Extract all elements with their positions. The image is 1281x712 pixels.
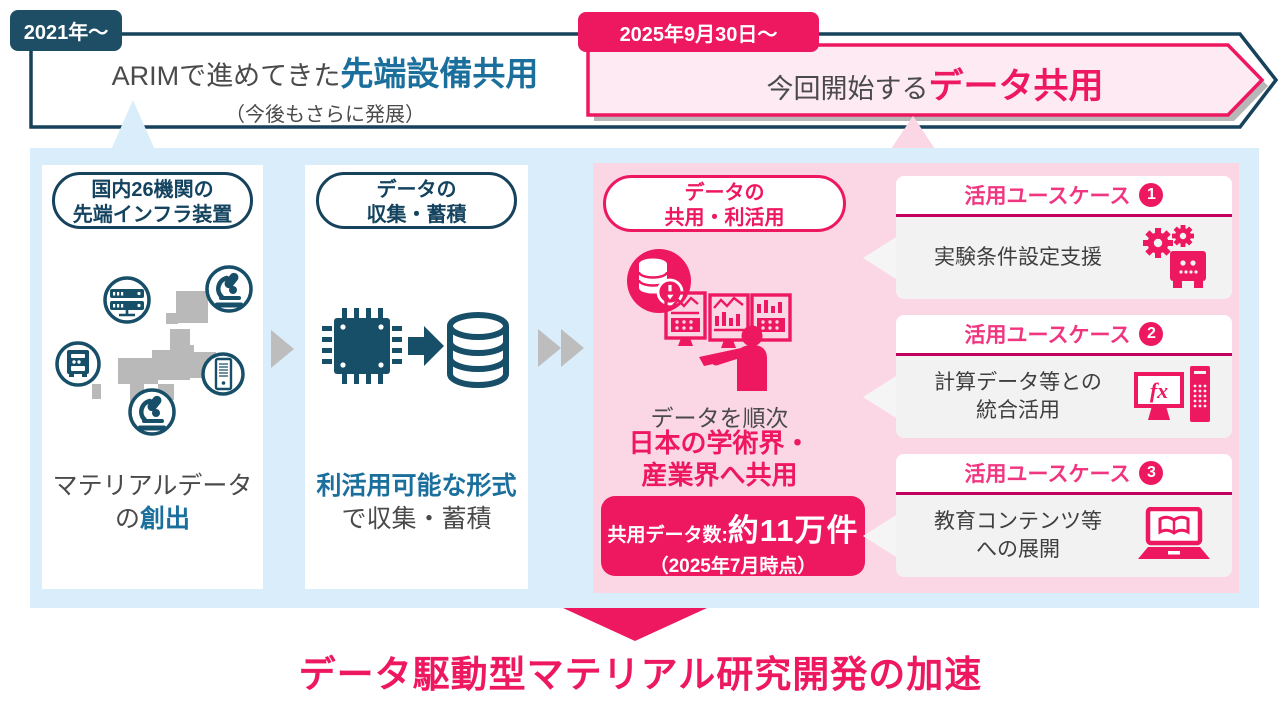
use-case-3-text: 教育コンテンツ等 への展開	[908, 508, 1128, 564]
svg-text:fx: fx	[1150, 378, 1168, 403]
panel1-caption: マテリアルデータ の創出	[42, 470, 263, 536]
panel2-caption: 利活用可能な形式 で収集・蓄積	[305, 470, 528, 536]
banner-right-highlight: データ共用	[928, 67, 1104, 106]
data-sharing-monitors-icon	[627, 249, 792, 391]
shared-data-count-line: 共用データ数:約11万件	[601, 505, 865, 550]
shared-data-count-box: 共用データ数:約11万件 （2025年7月時点）	[601, 496, 865, 577]
panel3-caption-line2: 産業界へ共用	[641, 460, 798, 490]
panel2-pill-line2: 収集・蓄積	[366, 204, 467, 226]
panel3-pill: データの 共用・利活用	[603, 175, 846, 232]
shared-data-count-note: （2025年7月時点）	[649, 556, 817, 577]
panel3-caption-gray: データを順次	[650, 405, 789, 431]
panel1-caption-highlight: 創出	[140, 505, 191, 533]
use-case-1-card: 活用ユースケース 1 実験条件設定支援	[863, 176, 1232, 299]
panel1-caption-line2: の創出	[42, 503, 263, 536]
panel2-caption-line1: 利活用可能な形式	[316, 472, 517, 500]
server-network-icon	[103, 276, 151, 324]
timeline-banners-graphic	[29, 32, 1279, 170]
down-arrow-icon	[563, 608, 707, 641]
use-case-2-header-label: 活用ユースケース	[964, 324, 1131, 347]
use-case-3-number-badge: 3	[1139, 461, 1164, 485]
gears-machine-icon	[1128, 224, 1220, 292]
use-case-1-header-label: 活用ユースケース	[964, 185, 1131, 208]
use-case-1-text: 実験条件設定支援	[934, 246, 1102, 269]
microscope-icon	[205, 265, 253, 313]
panel1-pill-line1: 国内26機関の	[91, 179, 214, 201]
use-case-1-body: 実験条件設定支援	[863, 217, 1232, 299]
use-case-2-number-badge: 2	[1139, 322, 1164, 346]
use-case-2-header: 活用ユースケース 2	[896, 315, 1232, 356]
banner-left-subtitle: （今後もさらに発展）	[225, 104, 425, 126]
use-case-3-text-line2: への展開	[976, 538, 1060, 561]
chip-to-database-icon	[322, 308, 509, 388]
banner-left-highlight: 先端設備共用	[340, 55, 539, 92]
analysis-machine-icon	[55, 341, 101, 387]
use-case-3-text-line1: 教育コンテンツ等	[934, 510, 1102, 533]
data-sharing-banner-shape	[586, 43, 1265, 117]
shared-data-count-label: 共用データ数:	[607, 525, 728, 546]
blue-connector-triangle	[111, 100, 155, 150]
flow-arrow-icon	[271, 330, 294, 368]
monitors-icon	[664, 291, 792, 348]
use-case-3-body: 教育コンテンツ等 への展開	[863, 495, 1232, 577]
panel1-caption-line1: マテリアルデータ	[52, 472, 253, 500]
person-icon	[699, 325, 767, 391]
use-case-2-body: 計算データ等との 統合活用 fx	[863, 356, 1232, 438]
use-case-2-card: 活用ユースケース 2 計算データ等との 統合活用	[863, 315, 1232, 438]
arrow-right-icon	[408, 326, 444, 366]
pointer-tail-icon	[863, 515, 896, 557]
use-case-2-text: 計算データ等との 統合活用	[908, 369, 1128, 425]
panel2-pill: データの 収集・蓄積	[316, 172, 517, 229]
use-case-2-text-line2: 統合活用	[976, 399, 1060, 422]
footer-title: データ駆動型マテリアル研究開発の加速	[298, 654, 983, 695]
pointer-tail-icon	[863, 237, 896, 279]
use-case-3-card: 活用ユースケース 3 教育コンテンツ等 への展開	[863, 454, 1232, 577]
laptop-book-icon	[1128, 507, 1220, 565]
use-case-3-header-label: 活用ユースケース	[964, 463, 1131, 486]
server-tower-icon	[201, 352, 245, 396]
shared-data-count-value: 約11万件	[727, 513, 859, 548]
fx-computer-icon: fx	[1128, 364, 1220, 430]
equipment-sharing-banner-title: ARIMで進めてきた先端設備共用 （今後もさらに発展）	[50, 47, 600, 127]
use-case-1-header: 活用ユースケース 1	[896, 176, 1232, 217]
banner-left-prefix: ARIMで進めてきた	[111, 61, 341, 91]
panel1-pill: 国内26機関の 先端インフラ装置	[52, 172, 253, 229]
banner-right-prefix: 今回開始する	[766, 74, 929, 104]
panel3-pill-line1: データの	[684, 182, 765, 204]
flow-arrow-icon	[561, 329, 584, 367]
year-badge-2025: 2025年9月30日〜	[578, 12, 819, 52]
use-case-1-number-badge: 1	[1139, 183, 1164, 207]
pointer-tail-icon	[863, 376, 896, 418]
panel2-caption-line2: で収集・蓄積	[341, 505, 492, 533]
panel3-caption-line1: 日本の学術界・	[628, 428, 811, 458]
use-case-3-header: 活用ユースケース 3	[896, 454, 1232, 495]
flow-arrow-icon	[538, 329, 561, 367]
panel3-caption-pink: 日本の学術界・ 産業界へ共用	[593, 427, 846, 491]
use-case-2-text-line1: 計算データ等との	[934, 371, 1102, 394]
database-download-icon	[627, 249, 691, 313]
panel2-pill-line1: データの	[376, 179, 457, 201]
data-sharing-banner-title: 今回開始するデータ共用	[655, 58, 1215, 109]
panel3-pill-line2: 共用・利活用	[664, 207, 785, 229]
japan-map-instruments-graphic	[55, 265, 253, 436]
database-icon	[447, 312, 509, 388]
cpu-chip-icon	[322, 308, 402, 384]
year-badge-2021: 2021年〜	[10, 10, 122, 51]
panel1-caption-prefix: の	[114, 505, 140, 533]
microscope-icon	[128, 388, 176, 436]
panel1-pill-line2: 先端インフラ装置	[72, 204, 233, 226]
